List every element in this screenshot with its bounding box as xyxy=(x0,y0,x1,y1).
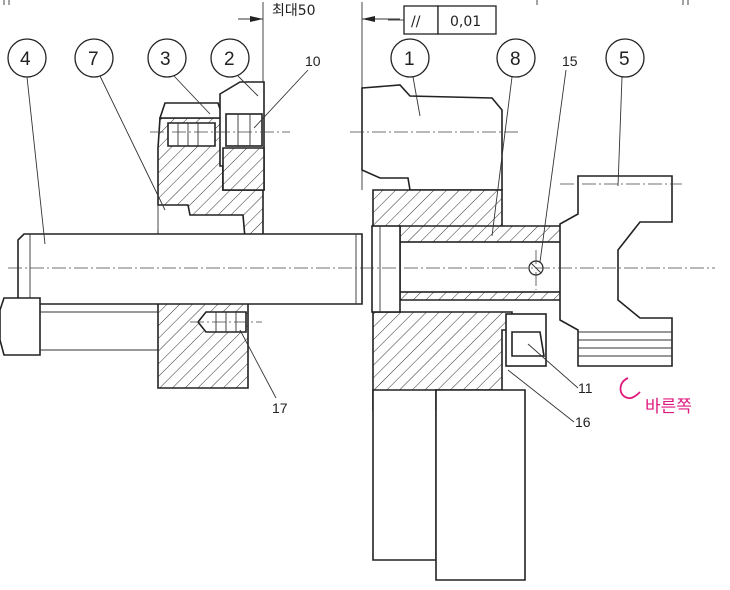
balloon-7: 7 xyxy=(74,38,166,211)
balloon-2: 2 xyxy=(210,38,259,97)
parallel-symbol: // xyxy=(411,14,421,30)
balloon-8: 8 xyxy=(491,38,536,237)
shaft-flange xyxy=(371,225,401,313)
svg-text:8: 8 xyxy=(510,49,521,70)
handwritten-note: 바른쪽 xyxy=(619,377,692,417)
balloon-4: 4 xyxy=(7,38,47,245)
svg-text:2: 2 xyxy=(224,49,235,70)
svg-text:5: 5 xyxy=(619,49,630,70)
leader-16: 16 xyxy=(507,369,591,430)
part-4-shaft xyxy=(17,233,363,305)
tolerance-value: 0,01 xyxy=(450,14,481,30)
svg-text:15: 15 xyxy=(562,53,578,69)
leader-11: 11 xyxy=(527,343,593,396)
svg-text:16: 16 xyxy=(575,414,591,430)
balloon-3: 3 xyxy=(147,38,211,115)
svg-text:7: 7 xyxy=(88,49,99,70)
part-3-clamp xyxy=(158,102,225,147)
svg-text:3: 3 xyxy=(160,49,171,70)
handwritten-note-text: 바른쪽 xyxy=(645,397,692,417)
balloon-5: 5 xyxy=(605,38,645,187)
part-8-bushing xyxy=(399,225,612,301)
svg-text:11: 11 xyxy=(578,380,593,396)
socket-head-screw xyxy=(0,297,158,356)
dimension-text: 최대50 xyxy=(272,3,316,19)
part-1-body xyxy=(361,84,526,581)
svg-text:17: 17 xyxy=(272,400,288,416)
part-2-cap xyxy=(219,81,265,191)
svg-text:1: 1 xyxy=(404,49,415,70)
svg-text:4: 4 xyxy=(20,49,31,70)
leader-15: 15 xyxy=(539,53,578,263)
leader-17: 17 xyxy=(239,329,288,416)
svg-text:10: 10 xyxy=(305,53,321,69)
balloon-1: 1 xyxy=(390,38,430,117)
part-11-nut xyxy=(505,313,547,367)
part-5-knob xyxy=(559,175,673,367)
parallelism-tolerance-frame: // 0,01 xyxy=(388,5,497,35)
leader-10: 10 xyxy=(253,53,321,129)
